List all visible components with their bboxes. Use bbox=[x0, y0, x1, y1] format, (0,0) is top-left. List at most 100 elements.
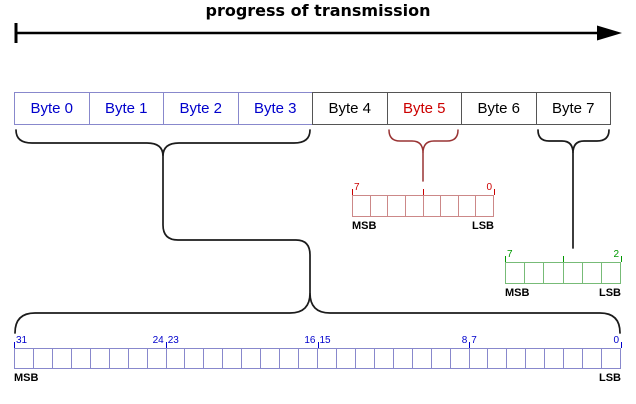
bit-cell bbox=[475, 196, 493, 216]
bit-cell bbox=[70, 349, 90, 368]
bit-number: 23 bbox=[167, 335, 179, 346]
brace-word-icon bbox=[14, 292, 621, 334]
bit-number: 7 bbox=[471, 335, 477, 346]
bit-cell bbox=[335, 349, 355, 368]
bit-cell bbox=[524, 263, 543, 283]
bit-number: 7 bbox=[507, 249, 513, 260]
bit-number: 0 bbox=[613, 335, 619, 346]
bit-cell bbox=[373, 349, 393, 368]
byte-cell-5: Byte 5 bbox=[386, 92, 462, 125]
connector-word-line bbox=[162, 155, 311, 294]
bit-boundary-tick bbox=[423, 189, 424, 195]
byte-cell-6: Byte 6 bbox=[461, 92, 537, 125]
byte-cell-7: Byte 7 bbox=[535, 92, 611, 125]
lsb-label: LSB bbox=[472, 220, 494, 232]
bit-cell bbox=[506, 263, 524, 283]
byte-cell-2: Byte 2 bbox=[163, 92, 239, 125]
bit-cell bbox=[260, 349, 279, 368]
diagram-title: progress of transmission bbox=[205, 1, 431, 20]
byte-cell-3: Byte 3 bbox=[237, 92, 313, 125]
bit-cell bbox=[222, 349, 241, 368]
bit-cell bbox=[600, 263, 620, 283]
bit-number: 0 bbox=[486, 182, 492, 193]
bit-cells bbox=[14, 348, 621, 369]
bit-cell bbox=[369, 196, 388, 216]
bit-cell bbox=[184, 349, 203, 368]
byte-cell-4: Byte 4 bbox=[312, 92, 388, 125]
bit-cells bbox=[505, 262, 621, 284]
bit-cell bbox=[392, 349, 412, 368]
bit-number: 15 bbox=[319, 335, 331, 346]
bit-boundary-tick bbox=[352, 189, 353, 195]
bit-cell bbox=[298, 349, 317, 368]
bit-cell bbox=[543, 263, 562, 283]
bit-cell bbox=[146, 349, 166, 368]
byte-cell-0: Byte 0 bbox=[14, 92, 90, 125]
bit-cell bbox=[127, 349, 147, 368]
bit-cell bbox=[422, 196, 441, 216]
bit-cell bbox=[525, 349, 544, 368]
msb-label: MSB bbox=[505, 287, 530, 299]
bit-cell bbox=[487, 349, 506, 368]
msb-label: MSB bbox=[14, 372, 39, 384]
bit-cell bbox=[582, 349, 601, 368]
bit-cell bbox=[468, 349, 488, 368]
bit-boundary-tick bbox=[317, 342, 319, 348]
bit-cell bbox=[108, 349, 128, 368]
brace-byte5-icon bbox=[388, 129, 459, 154]
bit-cell bbox=[430, 349, 450, 368]
bit-cell bbox=[241, 349, 260, 368]
bit-number: 7 bbox=[354, 182, 360, 193]
bit-boundary-tick bbox=[505, 256, 506, 262]
msb-label: MSB bbox=[352, 220, 377, 232]
lsb-label: LSB bbox=[599, 372, 621, 384]
bit-number: 16 bbox=[304, 335, 316, 346]
bit-cell bbox=[165, 349, 185, 368]
bit-cell bbox=[387, 196, 405, 216]
bit-number: 31 bbox=[16, 335, 28, 346]
bit-cell bbox=[601, 349, 620, 368]
bit-cell bbox=[15, 349, 33, 368]
bit-cell bbox=[562, 263, 582, 283]
bit-cell bbox=[203, 349, 222, 368]
bit-boundary-tick bbox=[621, 256, 622, 262]
bit-cell bbox=[353, 196, 370, 216]
byte-cell-1: Byte 1 bbox=[88, 92, 164, 125]
bit-boundary-tick bbox=[165, 342, 167, 348]
bit-cell bbox=[51, 349, 71, 368]
bit-cell bbox=[32, 349, 52, 368]
lsb-label: LSB bbox=[599, 287, 621, 299]
brace-byte7-icon bbox=[537, 129, 610, 154]
bit-cell bbox=[440, 196, 458, 216]
bit-cell bbox=[506, 349, 525, 368]
bit-boundary-tick bbox=[494, 189, 495, 195]
bit-number: 24 bbox=[152, 335, 164, 346]
bit-boundary-tick bbox=[14, 342, 15, 348]
bit-number: 2 bbox=[613, 249, 619, 260]
bit-cell bbox=[457, 196, 476, 216]
bit-cell bbox=[354, 349, 374, 368]
bit-cell bbox=[279, 349, 298, 368]
bit-cell bbox=[563, 349, 582, 368]
bit-cell bbox=[89, 349, 109, 368]
bit-cell bbox=[411, 349, 431, 368]
bit-boundary-tick bbox=[621, 342, 622, 348]
bit-cell bbox=[581, 263, 601, 283]
arrow-head-icon bbox=[597, 25, 622, 41]
bit-cell bbox=[317, 349, 336, 368]
bit-cell bbox=[404, 196, 423, 216]
brace-bytes0-3-icon bbox=[15, 129, 311, 157]
transmission-arrow-icon bbox=[14, 23, 622, 43]
bit-cells bbox=[352, 195, 494, 217]
msb-lsb-row: MSB LSB bbox=[14, 372, 621, 384]
msb-lsb-row: MSB LSB bbox=[505, 287, 621, 299]
bit-cell bbox=[544, 349, 563, 368]
bit-boundary-tick bbox=[563, 256, 564, 262]
